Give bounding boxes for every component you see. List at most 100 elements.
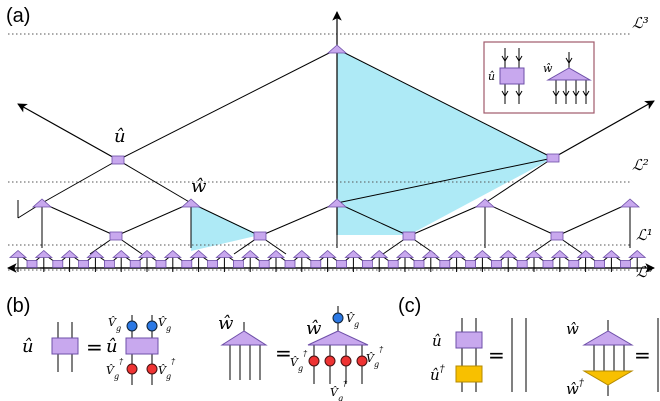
- isometry-l1: [447, 249, 466, 258]
- equals-c1: =: [488, 343, 505, 367]
- edge-w-l1: [115, 202, 192, 237]
- isometry-l1: [473, 249, 492, 258]
- disentangler-l1: [550, 231, 564, 241]
- edge-w-l1: [336, 202, 410, 237]
- red-dot-2: [146, 363, 158, 375]
- red-dot-3: [308, 355, 320, 367]
- edge-w-l1: [41, 202, 117, 237]
- disentangler-l0: [129, 260, 141, 268]
- disentangler-l0: [620, 260, 631, 268]
- isometry-l2: [326, 198, 348, 208]
- isometry-l1: [421, 249, 440, 258]
- panel-b: (b) û = û V̂g V̂g V̂g† V̂g†: [6, 295, 384, 401]
- disentangler-l0: [361, 260, 373, 268]
- isometry-l1: [34, 249, 53, 258]
- isometry-l1: [241, 249, 260, 258]
- level-1-label: ℒ¹: [636, 226, 653, 244]
- disentangler-l1: [109, 231, 123, 241]
- panel-a: (a) û ŵ ℒ³ ℒ² ℒ¹ ℒ⁰: [6, 5, 655, 281]
- disentangler-l0: [516, 260, 528, 268]
- disentangler-l0: [413, 260, 425, 268]
- disentangler-l0: [387, 260, 399, 268]
- vg-dag-label-4: V̂g†: [366, 345, 384, 369]
- disentangler-l0: [439, 260, 451, 268]
- w-lhs-label: ŵ: [218, 313, 234, 334]
- isometry-l1: [499, 249, 518, 258]
- w-tensor-rhs: [307, 330, 369, 346]
- vg-dag-label-3: V̂g†: [290, 349, 308, 373]
- isometry-l1: [602, 249, 621, 258]
- edge-w-l1: [484, 202, 558, 237]
- w-tensor-lhs: [220, 330, 268, 346]
- isometry-l2: [474, 198, 496, 208]
- vg-label-1: V̂g: [108, 316, 121, 333]
- disentangler-l0: [104, 260, 115, 268]
- disentangler-l0: [490, 260, 502, 268]
- vg-label-3: V̂g: [346, 312, 359, 329]
- red-dot-4: [324, 355, 336, 367]
- legend-disentangler: [499, 67, 525, 85]
- disentangler-l1: [402, 231, 416, 241]
- isometry-l1: [550, 249, 569, 258]
- isometry-l2: [619, 198, 641, 208]
- large-causal-cone: [337, 49, 553, 235]
- disentangler-l0: [594, 260, 605, 268]
- w-tensor-c: [582, 330, 634, 346]
- disentangler-l0: [465, 260, 477, 268]
- isometry-l1: [189, 249, 208, 258]
- isometry-l1: [137, 249, 157, 258]
- isometry-l1: [318, 249, 337, 258]
- level-2-label: ℒ²: [632, 156, 649, 174]
- disentangler-l0: [155, 260, 167, 268]
- edge-u-l2: [117, 159, 192, 204]
- equals-b1: =: [86, 335, 103, 359]
- small-causal-cone: [191, 203, 260, 251]
- edge-u-l2: [41, 159, 119, 204]
- disentangler-l0: [284, 260, 296, 268]
- isometry-l1: [344, 249, 363, 258]
- edge-w-l1: [259, 202, 338, 237]
- edge-u-l2: [336, 157, 554, 204]
- vg-label-2: V̂g: [158, 316, 171, 333]
- axis-right-arrow: [552, 100, 655, 159]
- edge-u-l2: [484, 157, 554, 204]
- w-c-label: ŵ: [566, 320, 579, 338]
- isometry-l1: [112, 249, 131, 258]
- disentangler-l0: [78, 260, 89, 268]
- panel-c-label: (c): [398, 295, 421, 317]
- level-0-label: ℒ⁰: [636, 263, 653, 281]
- isometry-l1: [292, 249, 311, 258]
- disentangler-l0: [52, 260, 64, 268]
- edge-w-l1: [408, 202, 486, 237]
- edge-w-l1: [190, 202, 261, 237]
- network-tensors: [8, 44, 647, 268]
- disentangler-l0: [181, 260, 193, 268]
- isometry-l1: [215, 249, 234, 258]
- equals-b2: =: [275, 341, 292, 365]
- u-tensor-rhs: [125, 337, 159, 355]
- isometry-l1: [266, 249, 286, 258]
- disentangler-l2: [546, 153, 560, 163]
- level-3-label: ℒ³: [632, 14, 649, 32]
- panel-a-label: (a): [6, 5, 30, 27]
- isometry-l1: [395, 249, 415, 258]
- u-lhs-label: û: [22, 336, 34, 357]
- vg-dag-label-5: V̂g†: [330, 379, 348, 401]
- label-u-hat: û: [114, 126, 126, 147]
- label-w-hat: ŵ: [191, 176, 207, 197]
- red-dot-1: [126, 363, 138, 375]
- equals-c2: =: [634, 343, 651, 367]
- disentangler-l0: [310, 260, 322, 268]
- isometry-l1: [370, 249, 389, 258]
- isometry-l1: [8, 249, 28, 258]
- blue-dot-1: [126, 320, 138, 332]
- disentangler-l0: [207, 260, 219, 268]
- edge-w-l1: [556, 202, 631, 237]
- red-dot-5: [340, 355, 352, 367]
- isometry-l1: [524, 249, 544, 258]
- isometry-l1: [86, 249, 105, 258]
- legend-u-label: û: [488, 70, 495, 83]
- disentangler-l0: [542, 260, 554, 268]
- disentangler-l0: [258, 260, 270, 268]
